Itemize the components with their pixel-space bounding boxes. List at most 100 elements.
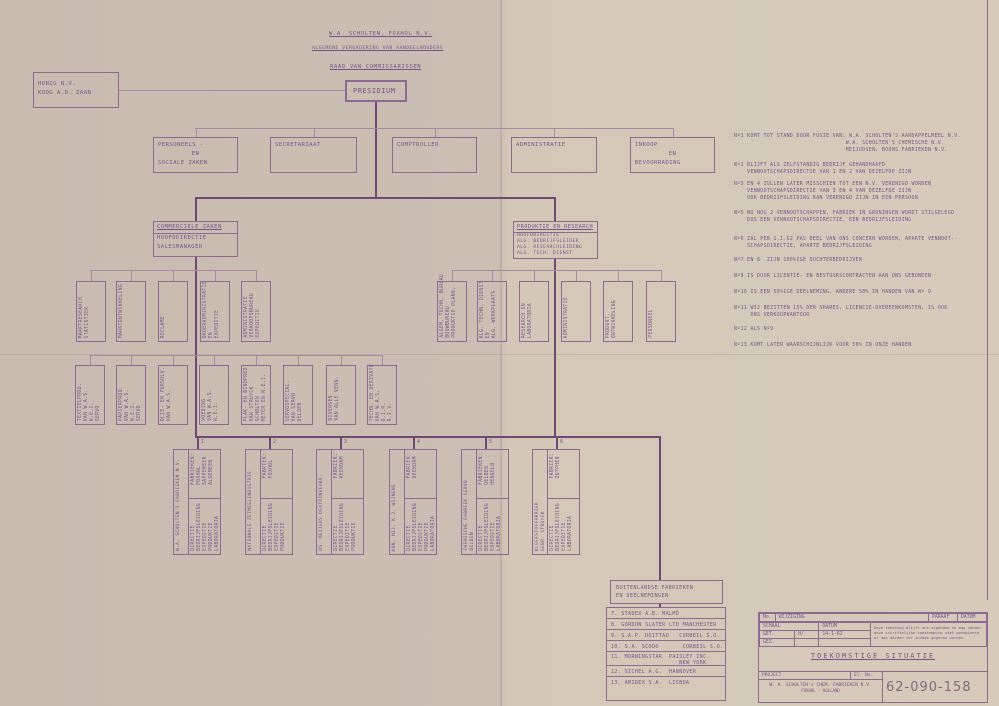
product-group-box: TECHN. EN DERIVATE VAN W.A.S. O.I.R. R.I… (367, 363, 397, 425)
factory-divider (188, 450, 189, 554)
factory-number: 2 (273, 439, 277, 445)
annotation-note: Nº5 NU NOG 2 VENNOOTSCHAPPEN, FABRIEK IN… (734, 211, 955, 223)
commercial-dept-box: MARKTONTWIKKELING (116, 281, 146, 342)
annotation-note: Nº1 KOMT TOT STAND DOOR FUSIE VAN: W.A. … (734, 134, 961, 153)
product-group-box-label: PLAK- EN BINDPROD. VAN STRUYCK SCHOLTEN … (244, 363, 267, 421)
product-group-box-label: TECHN. EN DERIVATE VAN W.A.S. O.I.R. R.I… (370, 363, 393, 421)
production-line-2: ALG. BEDRIJFSLEIDER (517, 239, 580, 244)
product-group-box: SERVOSPECIAL. VAN SERVO DELDEN (283, 365, 313, 425)
staff-box-line: SECRETARIAAT (275, 142, 321, 148)
commercial-dept-box-drop (256, 270, 257, 281)
tb-change-label: WIJZIGING (774, 613, 930, 622)
tb-date-label: DATUM (957, 613, 987, 622)
factory-functions: DIRECTIE BEDRIJFSLEIDING EXPEDITIE PRODU… (407, 503, 436, 551)
factory-drop (413, 437, 415, 449)
tb-no-label: No. (759, 613, 776, 622)
production-research-box: PRODUKTIE EN RESEARCH HOOFDDIRECTIE ALG.… (513, 221, 598, 259)
staff-drop (672, 128, 674, 137)
annotation-note: Nº3 EN 4 ZULLEN LATER MISSCHIEN TOT EEN … (734, 182, 932, 201)
production-line-3: ALG. RESEARCHLEIDING (517, 245, 583, 250)
commercial-dept-box: ADMINISTRATIE VERKOOPSBUREAU EXPEDITIE (241, 281, 271, 342)
factory-box: W.A. SCHOLTEN'S FABRIEKEN N.V.FABRIEKEN:… (173, 449, 221, 555)
factory-name: KON. MIJ. K.J. WIJNENS (392, 483, 397, 551)
annotation-note: Nº12 ALS Nº9 (734, 327, 774, 332)
production-dept-box-drop (534, 270, 535, 281)
trunk-line (375, 102, 377, 199)
factory-name: DS. MEIJERS DEXTRINEFABR. (319, 474, 324, 551)
staff-drop (313, 128, 315, 137)
foreign-item: 10. S.A. SCODO CORBEIL S.O. (607, 641, 725, 652)
factory-drop (340, 437, 342, 449)
production-line-1: HOOFDDIRECTIE (517, 233, 560, 238)
factory-divider-h (547, 498, 579, 499)
production-dept-box: ALG. TECHN. DIENST EN ALG. WERKPLAATS (477, 281, 507, 342)
production-dept-box: ADMINISTRATIE (561, 281, 591, 342)
annotation-note: Nº9 IS DOOR LICENTIE- EN BESTUURSCONTRAC… (734, 274, 932, 279)
factory-drop (556, 437, 558, 449)
factory-sites: FABRIEK: FOXHOL (263, 453, 274, 479)
factory-divider-h (404, 498, 436, 499)
shareholders-meeting: ALGEMENE VERGADERING VAN AANDEELHOUDERS (312, 46, 444, 51)
staff-drop (554, 128, 555, 137)
staff-box: SECRETARIAAT (270, 137, 357, 173)
annotation-note: Nº13 KOMT LATER WAARSCHIJNLIJK VOOR 50% … (734, 343, 912, 348)
production-dept-box-label: ALG. TECHN. DIENST EN ALG. WERKPLAATS (480, 280, 497, 338)
commercial-dept-box-label: ORDERADMINISTRATIE EN EXPEDITIE (203, 280, 220, 338)
tb-disclaimer: Deze tekening blijft ons eigendom en mag… (871, 622, 987, 647)
drawing-number: 62-090-158 (886, 680, 972, 695)
tb-company: W. A. SCHOLTEN's CHEM. FABRIEKEN N.V. (769, 683, 872, 688)
production-dept-box-drop (661, 270, 662, 281)
factory-divider-h (188, 498, 220, 499)
foreign-item: 12. SICHEL A.G. HANNOVER (607, 666, 725, 677)
staff-box-line: INKOOP (635, 142, 658, 148)
presidium-box: PRESIDIUM (345, 80, 407, 102)
tb-project-label: PROJECT (759, 672, 851, 679)
foreign-item: 13. AMIDEX S.A. LISBOA (611, 680, 690, 686)
commercial-dept-box-drop (173, 270, 174, 281)
tb-scale-label: SCHAAL (758, 622, 820, 631)
product-group-box: DIVERSEN VAN ALLE VENN. (326, 365, 356, 425)
commercial-dept-box: MARKTRESEARCH STATISTIEK (76, 281, 106, 342)
staff-drop (434, 128, 436, 137)
staff-box-line: EN (668, 151, 677, 157)
commercial-dept-box: ORDERADMINISTRATIE EN EXPEDITIE (200, 281, 230, 342)
product-group-box-drop (298, 355, 299, 365)
product-group-box-drop (131, 355, 132, 365)
factory-name: NATIONALE ZETMEELINDUSTRIE (248, 471, 253, 551)
commercial-dept-box-label: ADMINISTRATIE VERKOOPSBUREAU EXPEDITIE (244, 293, 261, 338)
factory-functions: DIRECTIE BEDRIJFSLEIDING EXPEDITIE PRODU… (263, 503, 286, 551)
foreign-title-2: EN DEELNEMINGEN (616, 593, 669, 599)
tb-drawn-value: H/ (794, 630, 820, 639)
product-group-box-label: DIVERSEN VAN ALLE VENN. (329, 376, 340, 421)
production-trunk (554, 259, 556, 438)
factory-number: 1 (201, 439, 205, 445)
product-group-box-drop (214, 355, 215, 365)
factory-divider-h (260, 498, 292, 499)
factory-drop (269, 437, 271, 449)
honig-name: HONIG N.V. (38, 81, 77, 87)
foreign-factories-box: BUITENLANDSE FABRIEKEN EN DEELNEMINGEN (610, 580, 723, 604)
factory-divider (476, 450, 477, 554)
tb-drawn-date: 14-1-62 (818, 630, 871, 639)
right-margin-line (987, 0, 988, 600)
product-group-box-label: PAPIERPROD. VAN W.A.S. N.E.I. SERVO (119, 385, 142, 421)
commercial-dept-box: RECLAME (158, 281, 188, 342)
honig-box: HONIG N.V. KOOG A.D. ZAAN (33, 72, 119, 108)
production-dept-connector (452, 270, 661, 271)
paper-fold-horizontal (0, 354, 999, 355)
commercial-line-2: SALESMANAGER (157, 244, 203, 250)
staff-box-line: EN (191, 151, 200, 157)
factory-name: W.A. SCHOLTEN'S FABRIEKEN N.V. (176, 459, 181, 551)
product-group-box: VOEDING VAN W.A.S. N.E.I. (199, 365, 229, 425)
annotation-note: Nº6 ZAL PER 1.1.62 PAS DEEL VAN ONS CONC… (734, 237, 955, 249)
staff-box-line: SOCIALE ZAKEN (158, 160, 208, 166)
factory-sites: FABRIEK: ZUTPHEN (550, 453, 561, 479)
production-dept-box-label: ALGEM. TECHN. BUREAU BOUWBUREAU PRODUKTI… (440, 274, 457, 338)
factory-drop (485, 437, 487, 449)
